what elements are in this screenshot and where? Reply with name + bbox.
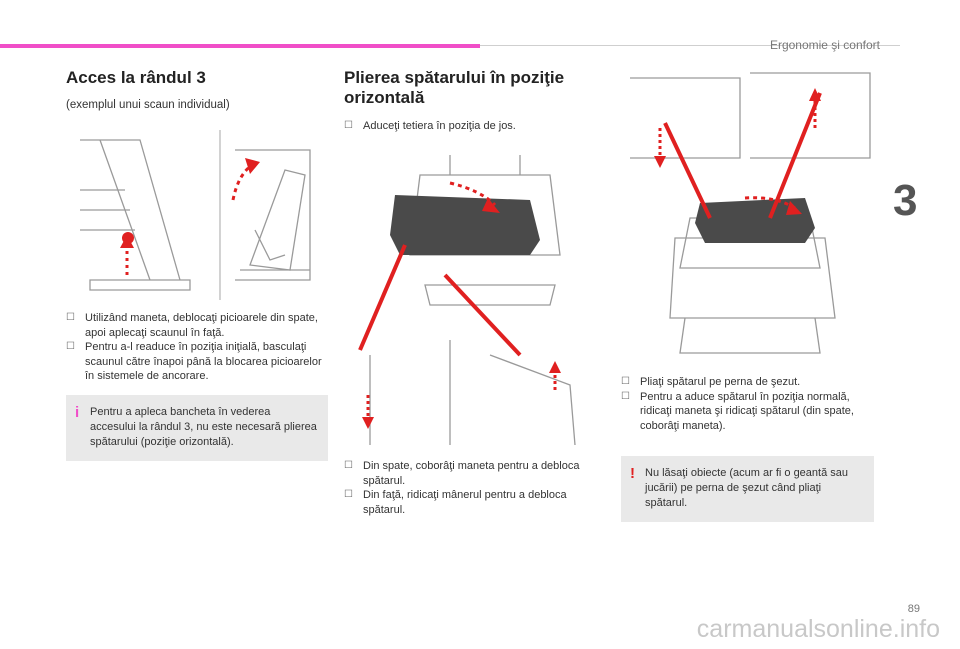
list-item: ☐ Din faţă, ridicaţi mânerul pentru a deb… <box>344 488 599 517</box>
bullet-text: Din spate, coborâţi maneta pentru a debl… <box>363 460 580 487</box>
list-item: ☐ Pentru a-l readuce în poziţia iniţială,… <box>66 340 326 384</box>
fold-steps-final: ☐ Pliaţi spătarul pe perna de şezut. ☐ Pen… <box>621 375 881 433</box>
list-item: ☐ Aduceţi tetiera în poziţia de jos. <box>344 119 594 134</box>
list-item: ☐ Din spate, coborâţi maneta pentru a deb… <box>344 459 599 488</box>
checkbox-bullet-icon: ☐ <box>344 489 353 500</box>
warning-icon: ! <box>630 465 635 482</box>
checkbox-bullet-icon: ☐ <box>621 376 630 387</box>
note-text: Nu lăsaţi obiecte (acum ar fi o geantă s… <box>645 467 849 509</box>
section-title: Ergonomie şi confort <box>769 38 880 52</box>
list-item: ☐ Utilizând maneta, deblocaţi picioarele … <box>66 311 326 340</box>
header-accent-bar <box>0 44 480 48</box>
bullet-text: Pliaţi spătarul pe perna de şezut. <box>640 376 801 388</box>
seat-legs-illustration <box>80 130 311 300</box>
info-icon: i <box>75 404 80 421</box>
bullet-text: Pentru a aduce spătarul în poziţia norma… <box>640 390 854 432</box>
illustration-caption: (exemplul unui scaun individual) <box>66 99 230 111</box>
bullet-text: Din faţă, ridicaţi mânerul pentru a debl… <box>363 489 567 516</box>
fold-steps-top: ☐ Aduceţi tetiera în poziţia de jos. <box>344 119 594 134</box>
bullet-text: Pentru a-l readuce în poziţia iniţială, … <box>85 341 322 382</box>
seat-headrest-illustration <box>358 155 576 445</box>
checkbox-bullet-icon: ☐ <box>344 460 353 471</box>
fold-steps-bottom: ☐ Din spate, coborâţi maneta pentru a deb… <box>344 459 599 517</box>
checkbox-bullet-icon: ☐ <box>344 120 353 131</box>
checkbox-bullet-icon: ☐ <box>66 312 75 323</box>
page-number: 89 <box>907 603 920 615</box>
bullet-text: Aduceţi tetiera în poziţia de jos. <box>363 120 516 132</box>
checkbox-bullet-icon: ☐ <box>621 390 630 402</box>
info-note: i Pentru a apleca bancheta în vederea ac… <box>66 395 328 461</box>
list-item: ☐ Pentru a aduce spătarul în poziţia norm… <box>621 390 881 434</box>
section-heading-fold-backrest: Plierea spătarului în poziţie orizontală <box>344 68 565 107</box>
checkbox-bullet-icon: ☐ <box>66 341 75 352</box>
row3-access-steps: ☐ Utilizând maneta, deblocaţi picioarele … <box>66 311 326 384</box>
watermark: carmanualsonline.info <box>696 615 940 643</box>
folded-seat-illustration <box>630 72 871 354</box>
header-rule <box>480 45 900 46</box>
chapter-number: 3 <box>893 176 918 225</box>
list-item: ☐ Pliaţi spătarul pe perna de şezut. <box>621 375 881 390</box>
note-text: Pentru a apleca bancheta în vederea acce… <box>90 406 317 448</box>
bullet-text: Utilizând maneta, deblocaţi picioarele d… <box>85 312 318 339</box>
section-heading-row3-access: Acces la rândul 3 <box>66 68 206 87</box>
warning-note: ! Nu lăsaţi obiecte (acum ar fi o geantă… <box>621 456 874 522</box>
